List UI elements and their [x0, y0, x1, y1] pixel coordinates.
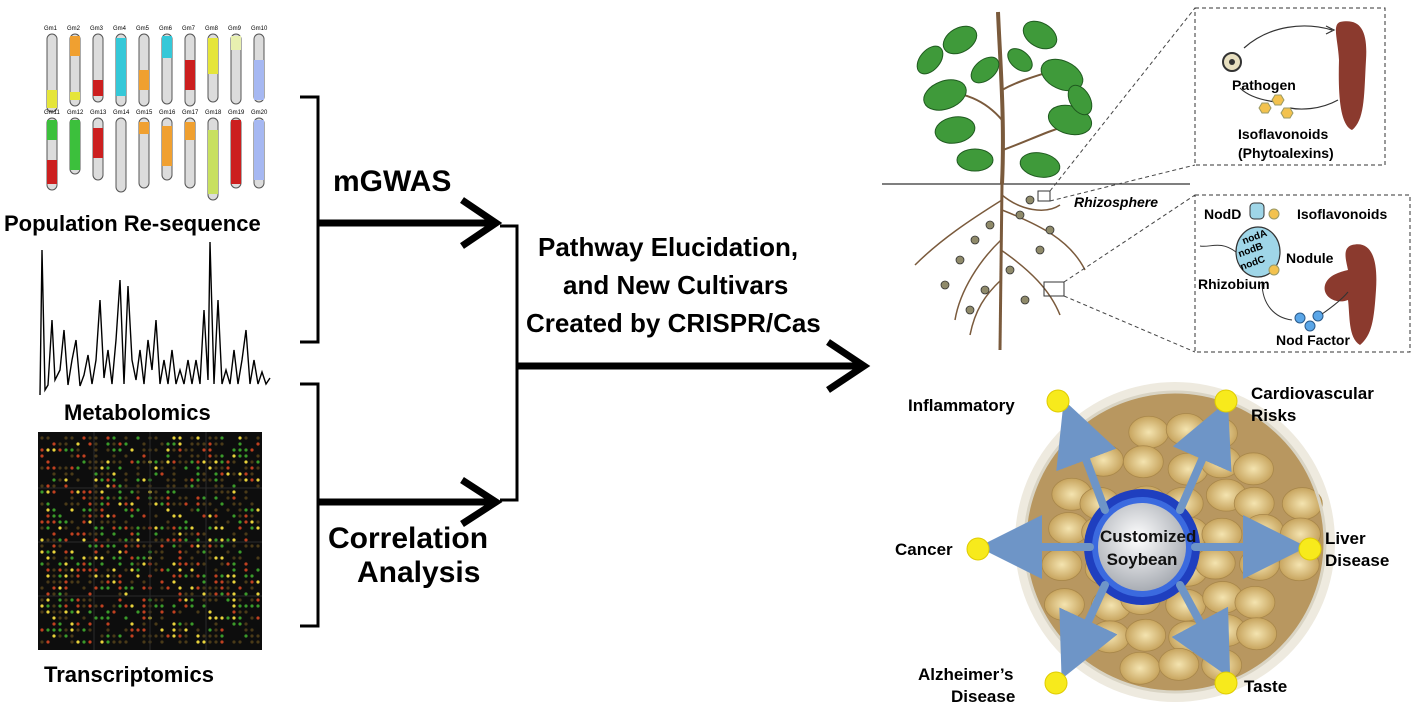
chromosome-label: Gm7	[182, 26, 196, 32]
chromosome-map	[28, 22, 278, 210]
chromosome-row-1	[46, 33, 265, 113]
chromosome-label: Gm9	[228, 26, 242, 32]
chromosome-label: Gm12	[67, 110, 84, 116]
soybean-bowl	[978, 382, 1335, 702]
pathogen-label: Pathogen	[1232, 77, 1296, 93]
cancer-label: Cancer	[895, 540, 953, 559]
chromosome-label: Gm6	[159, 26, 173, 32]
metabolomics-label: Metabolomics	[64, 400, 211, 425]
isoflavonoids-label-nod: Isoflavonoids	[1297, 206, 1388, 222]
chromosome-label: Gm1	[44, 26, 58, 32]
bottom-bracket	[300, 382, 320, 628]
rhizobium-label: Rhizobium	[1198, 276, 1270, 292]
nodule-inset	[1194, 194, 1411, 353]
nodd-label: NodD	[1204, 206, 1242, 222]
nodule-label: Nodule	[1286, 250, 1334, 266]
dot-cancer	[966, 537, 990, 561]
health-dots	[966, 389, 1322, 695]
nod-factor-label: Nod Factor	[1276, 332, 1350, 348]
correlation-arrow	[318, 477, 503, 527]
chromosome-label: Gm3	[90, 26, 104, 32]
chromosome-label: Gm14	[113, 110, 130, 116]
dot-cardiovascular	[1214, 389, 1238, 413]
center-label-line2: Soybean	[1106, 550, 1178, 569]
mgwas-label: mGWAS	[333, 165, 452, 198]
rhizosphere-label: Rhizosphere	[1074, 194, 1159, 210]
cardio-label-line1: Cardiovascular	[1251, 384, 1374, 403]
chromosome-label: Gm19	[228, 110, 245, 116]
top-bracket	[300, 95, 320, 344]
mgwas-arrow	[318, 197, 503, 249]
chromosome-label: Gm13	[90, 110, 107, 116]
chromosome-label: Gm5	[136, 26, 150, 32]
dot-taste	[1214, 671, 1238, 695]
center-label-line1: Customized	[1100, 527, 1197, 546]
dot-inflammatory	[1046, 389, 1070, 413]
chromosome-row-2	[46, 117, 265, 201]
correlation-label-line1: Correlation	[328, 522, 489, 555]
chromosome-label: Gm10	[251, 26, 268, 32]
taste-label: Taste	[1244, 677, 1288, 696]
outcome-line-3: Created by CRISPR/Cas	[526, 308, 821, 338]
microarray	[38, 432, 262, 650]
liver-label-line2: Disease	[1325, 551, 1390, 570]
chromosome-label: Gm18	[205, 110, 222, 116]
chromosome-label: Gm4	[113, 26, 127, 32]
dot-alzheimers	[1044, 671, 1068, 695]
soybean-plant	[882, 7, 1196, 353]
chromosome-label: Gm16	[159, 110, 176, 116]
dot-liver	[1298, 537, 1322, 561]
outcome-arrow	[517, 339, 871, 393]
metabolomics-spectrum	[39, 241, 271, 396]
outcome-line-2: and New Cultivars	[563, 270, 789, 300]
chromosome-label: Gm11	[44, 110, 60, 116]
chromosome-label: Gm20	[251, 110, 268, 116]
chromosome-label: Gm15	[136, 110, 153, 116]
population-label: Population Re-sequence	[4, 211, 261, 236]
correlation-label-line2: Analysis	[357, 556, 481, 589]
chromosome-label: Gm2	[67, 26, 81, 32]
chromosome-label: Gm17	[182, 110, 199, 116]
liver-label-line1: Liver	[1325, 529, 1366, 548]
merge-bracket	[500, 224, 519, 502]
alzheimers-label-line1: Alzheimer’s	[918, 665, 1014, 684]
transcriptomics-label: Transcriptomics	[44, 662, 214, 687]
pathogen-inset	[1194, 7, 1386, 166]
alzheimers-label-line2: Disease	[951, 687, 1016, 706]
cardio-label-line2: Risks	[1251, 406, 1297, 425]
chromosome-label: Gm8	[205, 26, 219, 32]
inflammatory-label: Inflammatory	[908, 396, 1015, 415]
outcome-line-1: Pathway Elucidation,	[538, 232, 799, 262]
isoflavonoids-label-top: Isoflavonoids	[1238, 126, 1329, 142]
phytoalexins-label: (Phytoalexins)	[1238, 145, 1334, 161]
